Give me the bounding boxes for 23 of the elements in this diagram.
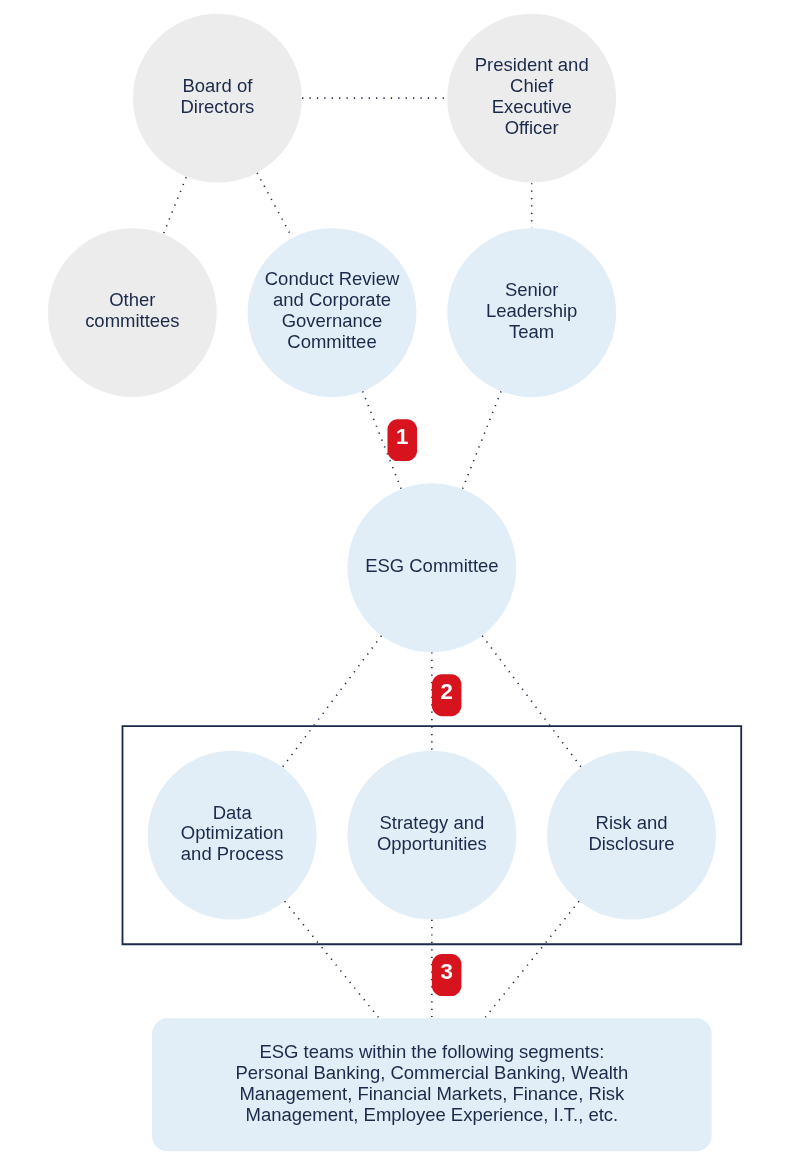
- edge-label: 2: [440, 679, 453, 705]
- connector: [483, 900, 580, 1019]
- node-circle: Senior Leadership Team: [447, 228, 617, 397]
- node-circle: Risk and Disclosure: [547, 750, 716, 920]
- node-circle: Strategy and Opportunities: [347, 750, 517, 920]
- connector: [162, 176, 187, 235]
- node-box: ESG teams within the following segments: Personal Banking, Commercial Banking, Wealth Management, Financial Markets, Finance, Risk Management, Employee Experience, I.T., etc.: [152, 1018, 712, 1152]
- edge-label: 1: [396, 424, 409, 450]
- connector: [281, 635, 383, 768]
- node-circle: Conduct Review and Corporate Governance Committee: [247, 228, 417, 397]
- connector: [361, 390, 402, 490]
- node-circle: President and Chief Executive Officer: [447, 13, 617, 183]
- cluster: [121, 725, 743, 946]
- node-circle: Data Optimization and Process: [147, 750, 317, 920]
- connector: [431, 918, 433, 1019]
- connector: [431, 651, 433, 752]
- node-circle: Board of Directors: [132, 13, 302, 183]
- connector: [283, 900, 380, 1019]
- connector: [461, 390, 502, 490]
- connector: [481, 635, 582, 768]
- node-circle: ESG Committee: [347, 483, 517, 653]
- node-circle: Other committees: [47, 228, 217, 397]
- edge-label: 3: [440, 959, 453, 985]
